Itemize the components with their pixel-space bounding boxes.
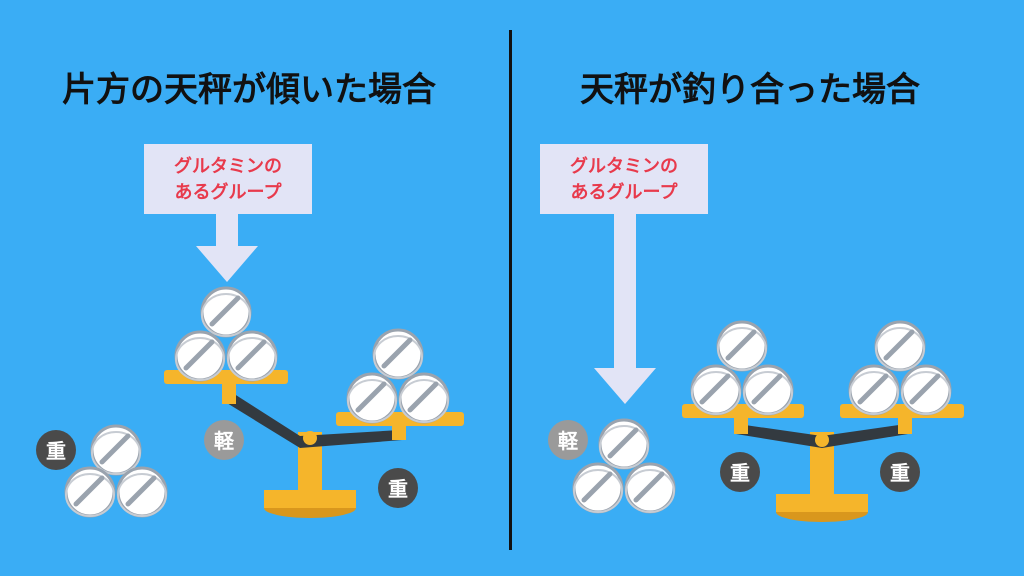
right-down-arrow (594, 214, 656, 404)
svg-text:重: 重 (388, 477, 408, 501)
left-loose-pills (66, 426, 166, 516)
left-pan-pills (176, 288, 276, 380)
svg-text:重: 重 (730, 461, 750, 485)
callout-line-1: グルタミンの (570, 156, 678, 177)
svg-text:軽: 軽 (214, 429, 235, 453)
svg-text:重: 重 (890, 461, 910, 485)
left-down-arrow (196, 214, 258, 282)
right-pan-pills (348, 330, 448, 422)
right-group-callout: グルタミンの あるグループ (540, 144, 708, 214)
badge-heavy-balanced-right: 重 (880, 452, 920, 492)
callout-line-1: グルタミンの (174, 156, 282, 177)
svg-text:重: 重 (46, 439, 66, 463)
callout-line-2: あるグループ (570, 182, 678, 203)
badge-light-left-pan: 軽 (204, 420, 244, 460)
badge-light-loose-right: 軽 (548, 420, 588, 460)
badge-heavy-balanced-left: 重 (720, 452, 760, 492)
left-group-callout: グルタミンの あるグループ (144, 144, 312, 214)
balanced-right-pan-pills (850, 322, 950, 414)
right-loose-pills (574, 420, 674, 512)
svg-text:軽: 軽 (558, 429, 579, 453)
right-panel-title: 天秤が釣り合った場合 (580, 70, 920, 110)
left-panel-title: 片方の天秤が傾いた場合 (62, 70, 436, 110)
callout-line-2: あるグループ (174, 182, 282, 203)
panel-divider (509, 30, 512, 550)
balanced-left-pan-pills (692, 322, 792, 414)
badge-heavy-right-pan: 重 (378, 468, 418, 508)
badge-heavy-loose-left: 重 (36, 430, 76, 470)
